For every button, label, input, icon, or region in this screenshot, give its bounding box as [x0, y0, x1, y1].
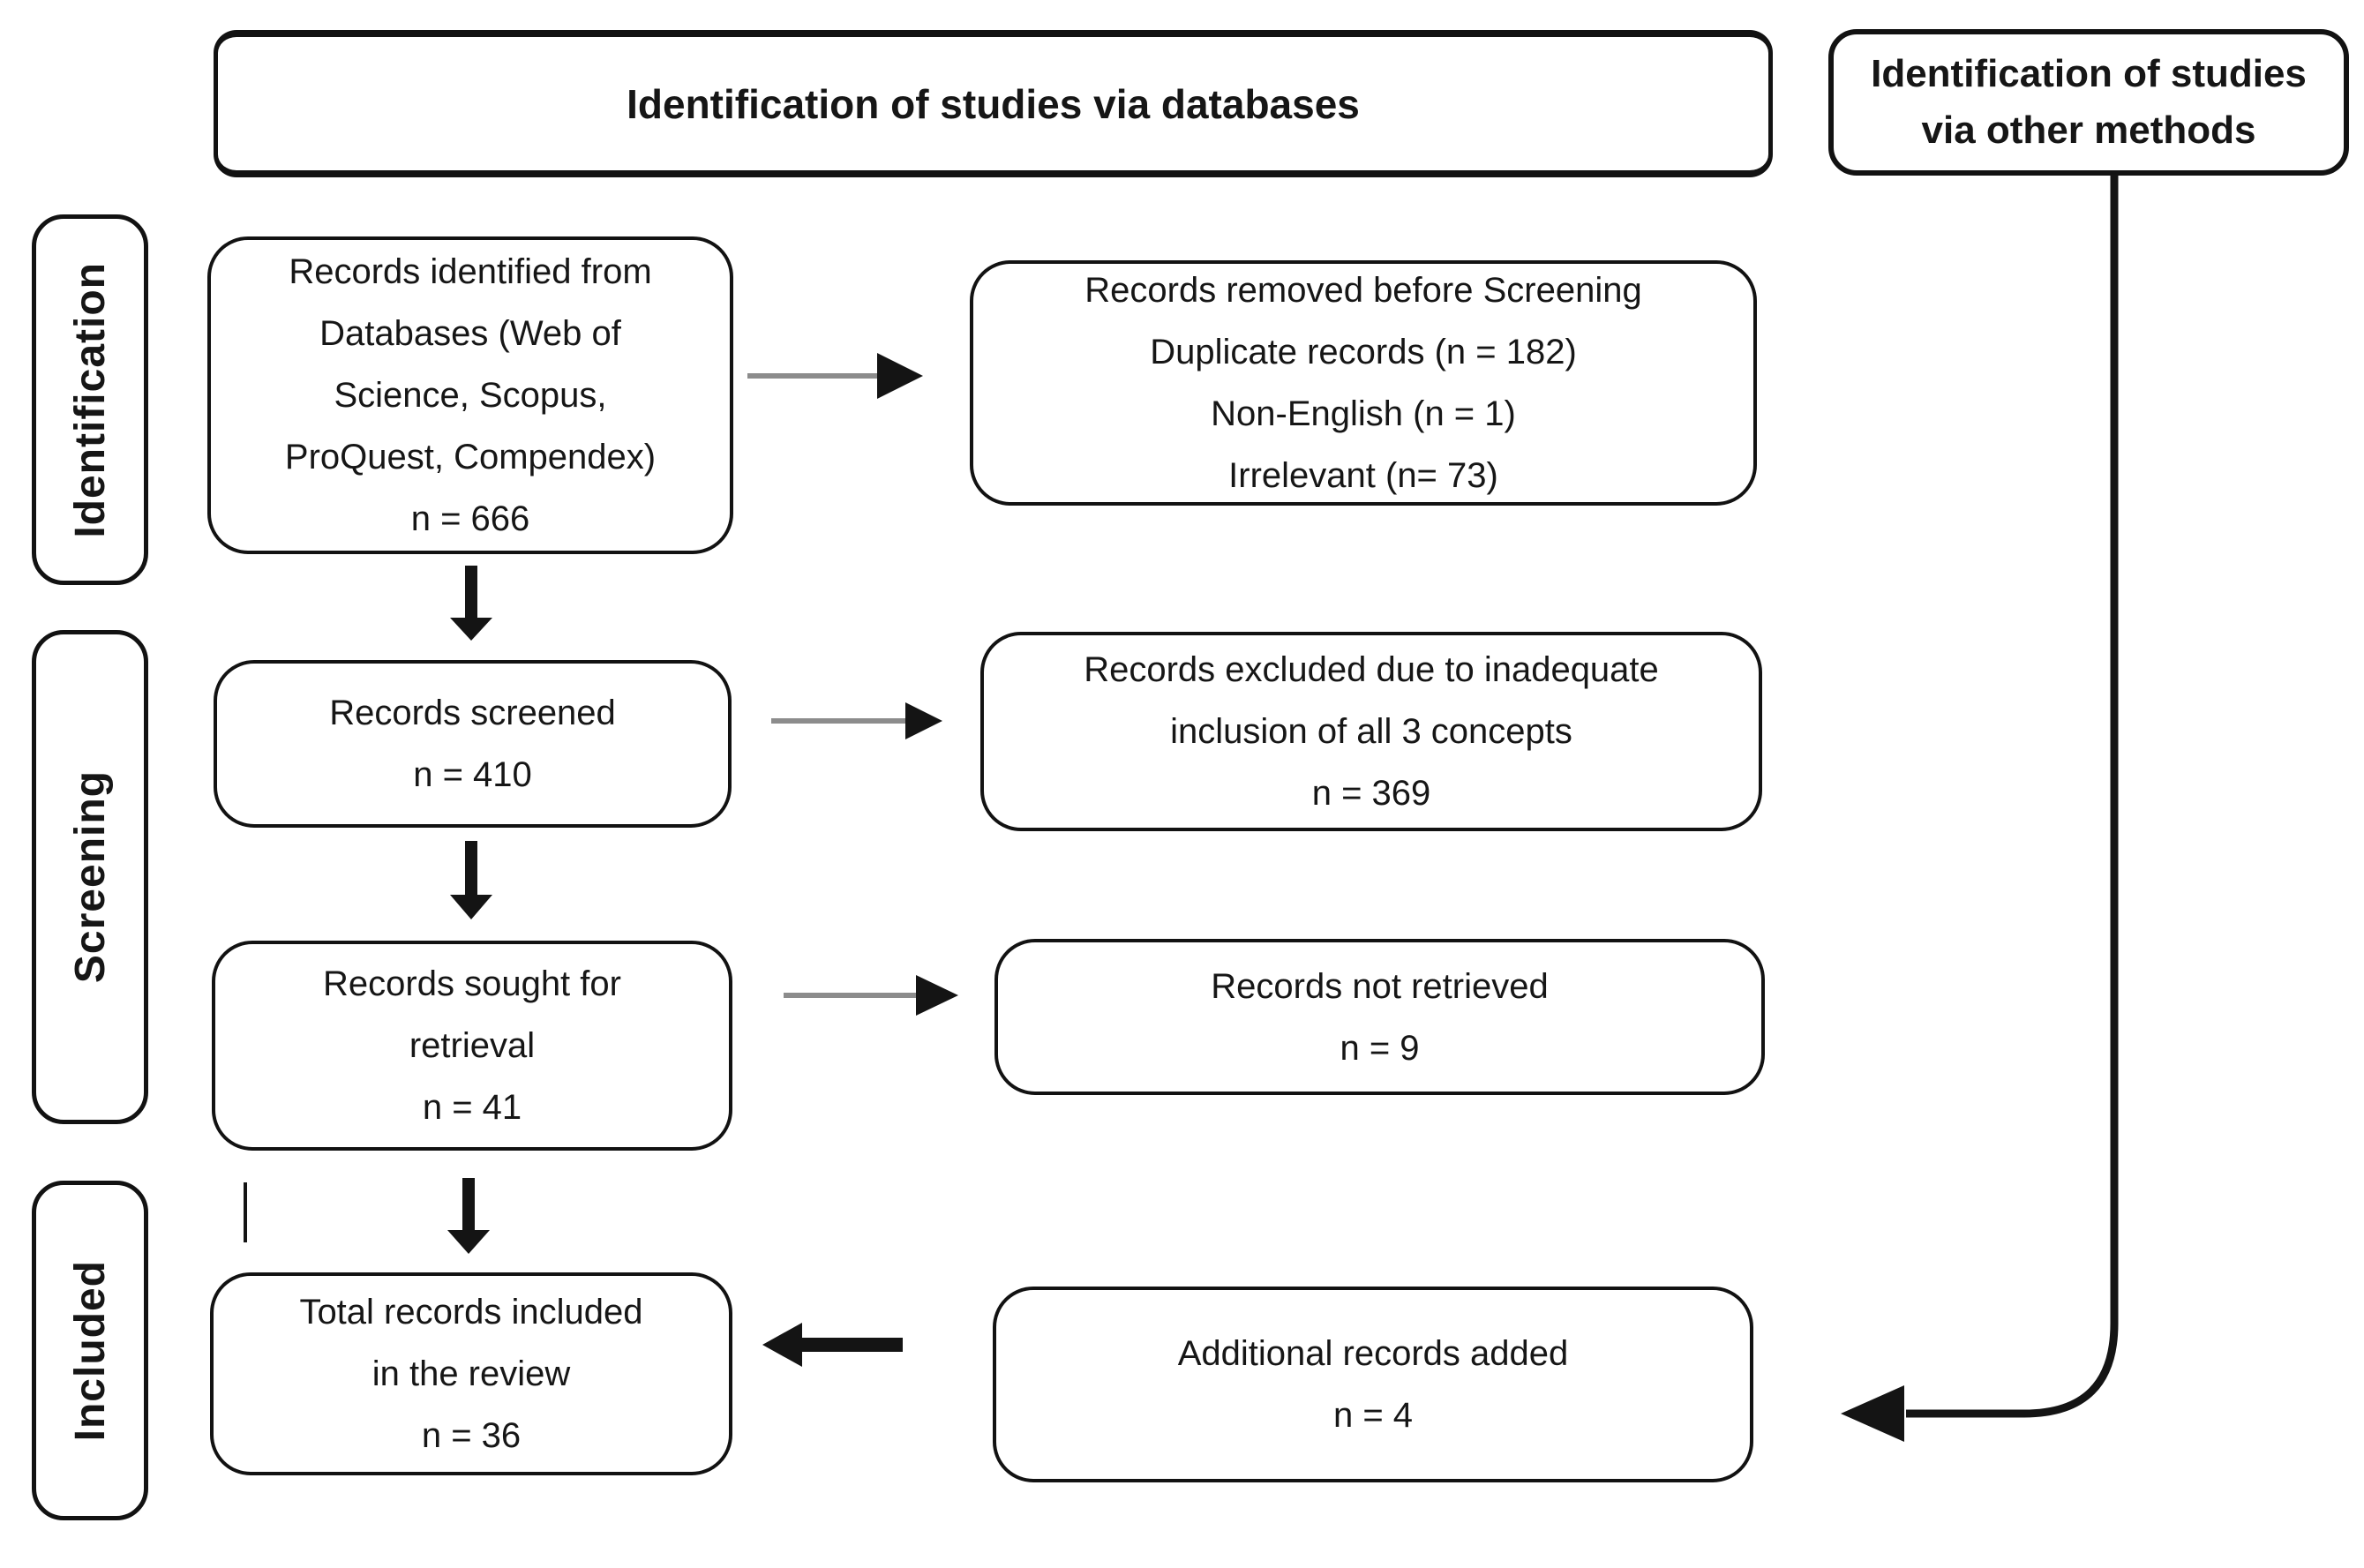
arrow-sought-to-not-retrieved-icon: [784, 975, 958, 1016]
box-line: retrieval: [409, 1026, 536, 1065]
box-line: Records not retrieved: [1211, 966, 1549, 1006]
box-line: Additional records added: [1177, 1334, 1569, 1373]
box-line: Total records included: [299, 1293, 643, 1332]
box-line: Science, Scopus,: [334, 376, 607, 415]
arrow-sought-to-total-icon: [447, 1178, 490, 1254]
stage-label-included: Included: [32, 1181, 148, 1520]
arrow-screened-to-excluded-icon: [771, 702, 942, 739]
box-records-excluded: Records excluded due to inadequate inclu…: [980, 632, 1762, 831]
box-records-screened: Records screened n = 410: [214, 660, 732, 828]
box-line: inclusion of all 3 concepts: [1170, 712, 1572, 751]
box-additional-records: Additional records added n = 4: [993, 1287, 1753, 1482]
box-line: ProQuest, Compendex): [284, 438, 657, 476]
box-line: n = 4: [1332, 1396, 1414, 1435]
box-line: Databases (Web of: [319, 314, 621, 353]
box-total-included: Total records included in the review n =…: [210, 1272, 732, 1475]
box-records-identified: Records identified from Databases (Web o…: [207, 236, 733, 554]
stage-label-screening: Screening: [32, 630, 148, 1124]
header-line: via other methods: [1921, 109, 2256, 152]
stage-label-identification: Identification: [32, 214, 148, 585]
arrow-additional-to-total-icon: [762, 1323, 903, 1367]
box-line: n = 410: [413, 755, 532, 794]
box-line: Duplicate records (n = 182): [1150, 333, 1577, 371]
box-line: n = 369: [1311, 774, 1431, 813]
arrow-other-methods-to-additional-icon: [1841, 175, 2119, 1442]
box-line: Irrelevant (n= 73): [1228, 456, 1498, 495]
box-line: Records identified from: [289, 252, 652, 291]
box-line: Records sought for: [323, 964, 621, 1003]
arrow-identified-to-removed-icon: [747, 353, 923, 399]
box-line: n = 666: [410, 499, 530, 538]
header-title: Identification of studies via databases: [627, 80, 1360, 127]
box-records-removed: Records removed before Screening Duplica…: [970, 260, 1757, 506]
header-line: Identification of studies: [1871, 52, 2307, 95]
arrow-identified-to-screened-icon: [450, 566, 492, 641]
box-line: Records screened: [329, 694, 616, 732]
arrow-screened-to-sought-icon: [450, 841, 492, 919]
box-line: Records excluded due to inadequate: [1084, 650, 1659, 689]
box-line: Non-English (n = 1): [1211, 394, 1516, 433]
box-line: n = 9: [1340, 1028, 1420, 1068]
header-identification-via-other-methods: Identification of studies via other meth…: [1828, 29, 2349, 176]
box-records-not-retrieved: Records not retrieved n = 9: [994, 939, 1765, 1095]
box-line: n = 41: [422, 1088, 522, 1127]
header-identification-via-databases: Identification of studies via databases: [214, 30, 1773, 177]
box-line: in the review: [371, 1354, 571, 1393]
box-line: n = 36: [421, 1416, 522, 1455]
box-line: Records removed before Screening: [1084, 271, 1642, 310]
box-records-sought: Records sought for retrieval n = 41: [212, 941, 732, 1151]
